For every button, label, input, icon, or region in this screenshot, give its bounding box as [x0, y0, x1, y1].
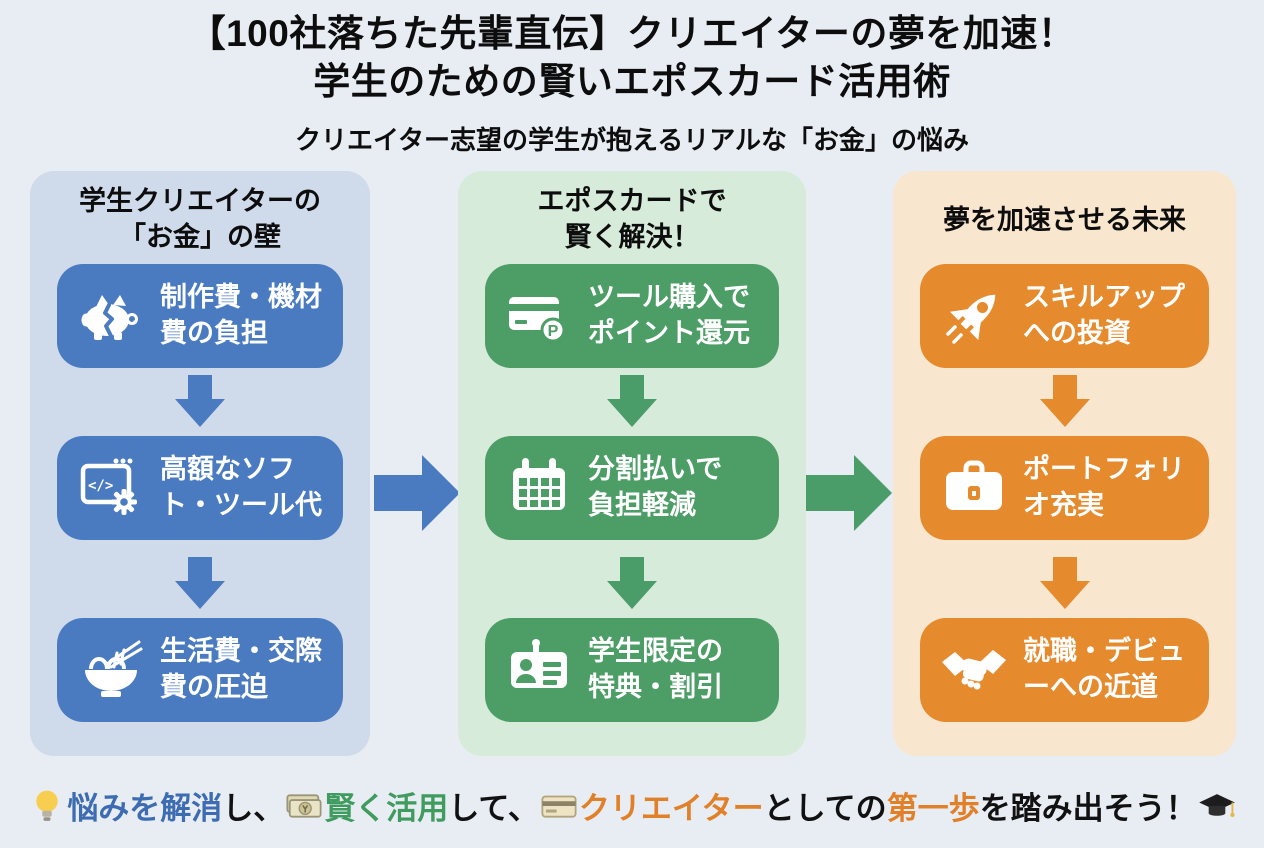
box-label: 高額なソフ ト・ツール代	[160, 454, 322, 520]
box-label: 学生限定の 特典・割引	[588, 636, 723, 702]
down-arrow-icon	[1039, 557, 1091, 609]
down-arrow-icon	[174, 557, 226, 609]
box-label: 制作費・機材 費の負担	[160, 282, 322, 348]
box-expensive-software-tools: </> 高額なソフ ト・ツール代	[57, 436, 343, 540]
ramen-bowl-icon	[79, 638, 143, 702]
box-point-rewards: P ツール購入で ポイント還元	[485, 264, 779, 368]
box-label: 分割払いで 負担軽減	[588, 454, 723, 520]
footer-text: して、	[448, 791, 539, 826]
box-label: 就職・デビュ ーへの近道	[1023, 636, 1185, 702]
box-label: 生活費・交際 費の圧迫	[160, 636, 322, 702]
footer-text: 第一歩	[886, 791, 980, 826]
right-arrow-icon	[806, 447, 892, 539]
credit-card-points-icon: P	[507, 284, 571, 348]
broken-piggy-bank-icon	[79, 284, 143, 348]
id-card-icon	[507, 638, 571, 702]
footer-text: 悩みを解消	[67, 791, 223, 826]
briefcase-icon	[942, 456, 1006, 520]
box-student-benefits: 学生限定の 特典・割引	[485, 618, 779, 722]
footer-message: 悩みを解消 し、 賢く活用 して、 クリエイター としての 第一歩 を踏み出そう…	[0, 783, 1264, 828]
panel-money-problems-header: 学生クリエイターの 「お金」の壁	[79, 186, 321, 252]
panel-accelerated-future-header: 夢を加速させる未来	[943, 205, 1186, 235]
box-label: スキルアップ への投資	[1023, 282, 1185, 348]
box-living-social-expenses: 生活費・交際 費の圧迫	[57, 618, 343, 722]
panel-epos-solutions-header: エポスカードで 賢く解決！	[537, 186, 727, 252]
handshake-icon	[942, 638, 1006, 702]
down-arrow-icon	[1039, 375, 1091, 427]
box-career-shortcut: 就職・デビュ ーへの近道	[920, 618, 1209, 722]
page-title: 【100社落ちた先輩直伝】クリエイターの夢を加速！ 学生のための賢いエポスカード…	[188, 13, 1076, 103]
footer-text: を踏み出そう！	[979, 791, 1197, 826]
footer-text: としての	[763, 791, 887, 826]
box-production-equipment-costs: 制作費・機材 費の負担	[57, 264, 343, 368]
right-arrow-icon	[374, 447, 460, 539]
down-arrow-icon	[606, 375, 658, 427]
box-label: ポートフォリ オ充実	[1023, 454, 1185, 520]
panel-epos-solutions: エポスカードで 賢く解決！ P ツール購入で ポイント還元	[458, 171, 806, 756]
lightbulb-icon	[28, 787, 66, 825]
credit-card-icon	[540, 787, 578, 825]
box-label: ツール購入で ポイント還元	[588, 282, 750, 348]
svg-text:</>: </>	[88, 478, 113, 494]
banknote-icon	[285, 787, 323, 825]
panel-money-problems: 学生クリエイターの 「お金」の壁 制作費・機材 費の負担	[30, 171, 370, 756]
box-installment-payments: 分割払いで 負担軽減	[485, 436, 779, 540]
box-portfolio-building: ポートフォリ オ充実	[920, 436, 1209, 540]
footer-text: し、	[222, 791, 285, 826]
box-skill-investment: スキルアップ への投資	[920, 264, 1209, 368]
footer-text: クリエイター	[578, 791, 764, 826]
footer-text: 賢く活用	[324, 791, 449, 826]
down-arrow-icon	[174, 375, 226, 427]
svg-text:P: P	[548, 323, 559, 340]
down-arrow-icon	[606, 557, 658, 609]
graduation-cap-icon	[1198, 787, 1236, 825]
page-subtitle: クリエイター志望の学生が抱えるリアルな「お金」の悩み	[295, 125, 969, 155]
panel-accelerated-future: 夢を加速させる未来 スキルアップ への投資	[893, 171, 1236, 756]
calendar-icon	[507, 456, 571, 520]
rocket-icon	[942, 284, 1006, 348]
software-window-gear-icon: </>	[79, 456, 143, 520]
